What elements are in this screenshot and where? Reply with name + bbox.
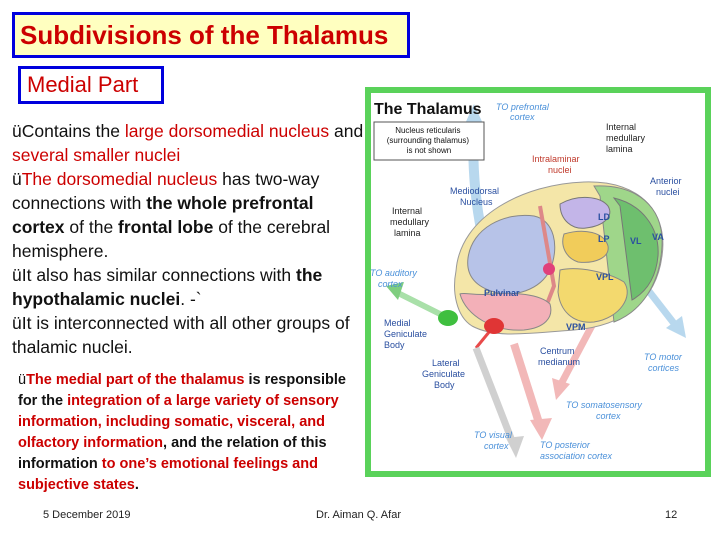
- label-to-somato: TO somatosensory cortex: [566, 400, 644, 421]
- label-internal-medullary-left: Internal medullary lamina: [390, 206, 432, 238]
- bullet-highlight: large dorsomedial nucleus: [124, 121, 330, 141]
- mgb-shape: [438, 310, 458, 326]
- paragraph-text: .: [134, 477, 139, 493]
- check-mark-icon: ü: [12, 313, 22, 333]
- bullet-text: . -`: [180, 289, 202, 309]
- paragraph-text: , and the relation of this information: [18, 435, 327, 472]
- auditory-arrow: [392, 288, 450, 321]
- bullet-item: üContains the large dorsomedial nucleus …: [12, 119, 368, 167]
- visual-arrow: [472, 346, 518, 448]
- check-mark-icon: ü: [12, 169, 22, 189]
- bullet-highlight: several smaller nuclei: [12, 145, 181, 165]
- check-mark-icon: ü: [18, 372, 27, 388]
- label-vpl: VPL: [596, 272, 614, 282]
- paragraph-highlight: integration of a large variety of sensor…: [18, 393, 339, 451]
- va-region: [612, 197, 659, 301]
- auditory-arrowhead: [386, 282, 404, 300]
- bullet-highlight: The dorsomedial nucleus: [21, 169, 218, 189]
- slide-subtitle: Medial Part: [27, 72, 139, 97]
- label-vpm: VPM: [566, 322, 586, 332]
- bullet-text: has two-way connections with: [12, 169, 320, 213]
- visual-arrowhead: [506, 436, 524, 458]
- footer-author: Dr. Aiman Q. Afar: [316, 509, 401, 521]
- motor-arrow: [645, 287, 679, 329]
- figure-heading: The Thalamus: [374, 101, 482, 118]
- bullet-item: üIt is interconnected with all other gro…: [12, 311, 368, 359]
- label-to-posterior: TO posterior association cortex: [540, 440, 613, 461]
- slide-title: Subdivisions of the Thalamus: [20, 20, 389, 50]
- label-to-motor: TO motor cortices: [644, 352, 684, 373]
- label-lgb: Lateral Geniculate Body: [422, 358, 468, 390]
- prefrontal-arrowhead: [464, 104, 484, 126]
- bullet-text: of the: [64, 217, 119, 237]
- bullet-item: üThe dorsomedial nucleus has two-way con…: [12, 167, 368, 263]
- lgb-shape: [484, 318, 504, 334]
- title-box: [12, 12, 410, 58]
- bullet-text: of the cerebral hemisphere.: [12, 217, 331, 261]
- posterior-arrowhead: [530, 418, 552, 440]
- note-box: [373, 121, 485, 161]
- ld-region: [559, 197, 611, 229]
- check-mark-icon: ü: [12, 121, 22, 141]
- label-va: VA: [652, 232, 664, 242]
- label-pulvinar: Pulvinar: [484, 288, 520, 298]
- bullet-text: Contains the: [21, 121, 125, 141]
- label-to-visual: TO visual cortex: [474, 430, 514, 451]
- thalamus-figure: The Thalamus Nucleus reticularis (surrou…: [365, 87, 711, 477]
- note-text: Nucleus reticularis (surrounding thalamu…: [387, 126, 472, 155]
- subtitle-box: [18, 66, 164, 104]
- label-mediodorsal: Mediodorsal Nucleus: [450, 186, 502, 207]
- paragraph-text: is responsible for the: [18, 372, 346, 409]
- somato-arrow: [556, 316, 600, 388]
- bullet-bold: frontal lobe: [118, 217, 214, 237]
- label-centrum: Centrum medianum: [538, 346, 580, 367]
- bullet-bold: the hypothalamic nuclei: [12, 265, 323, 309]
- bullet-text: and: [329, 121, 364, 141]
- label-internal-medullary-top: Internal medullary lamina: [606, 122, 648, 154]
- label-anterior: Anterior nuclei: [650, 176, 684, 197]
- label-to-auditory: TO auditory cortex: [370, 268, 419, 289]
- label-to-prefrontal: TO prefrontal cortex: [496, 102, 551, 122]
- label-vl: VL: [630, 236, 642, 246]
- label-mgb: Medial Geniculate Body: [384, 318, 430, 350]
- footer-date: 5 December 2019: [43, 509, 131, 521]
- motor-arrowhead: [666, 316, 686, 338]
- posterior-arrow: [510, 342, 544, 428]
- bullet-text: It also has similar connections with: [21, 265, 297, 285]
- paragraph-highlight: The medial part of the thalamus: [26, 372, 245, 388]
- bullet-text: It is interconnected with all other grou…: [12, 313, 350, 357]
- paragraph-highlight: to one’s emotional feelings and subjecti…: [18, 456, 318, 493]
- bullet-list: üContains the large dorsomedial nucleus …: [12, 119, 368, 359]
- bullet-bold: the whole prefrontal cortex: [12, 193, 314, 237]
- summary-paragraph: üThe medial part of the thalamus is resp…: [18, 370, 363, 496]
- label-ld: LD: [598, 212, 610, 222]
- centrum-medianum-dot: [543, 263, 555, 275]
- footer-page-number: 12: [665, 509, 678, 521]
- label-intralaminar: Intralaminar nuclei: [532, 154, 582, 175]
- lp-region: [562, 230, 609, 263]
- somato-arrowhead: [552, 378, 570, 400]
- check-mark-icon: ü: [12, 265, 22, 285]
- label-lp: LP: [598, 234, 610, 244]
- bullet-item: üIt also has similar connections with th…: [12, 263, 368, 311]
- vpl-region: [557, 268, 628, 323]
